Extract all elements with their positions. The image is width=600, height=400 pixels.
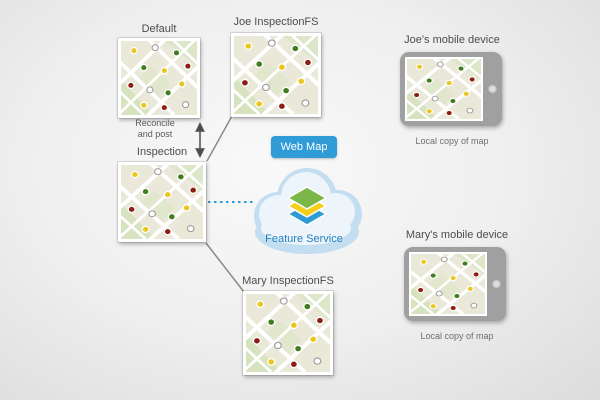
map-joe-version [231,33,321,117]
map-thumbnail [411,254,485,314]
feature-service-cloud [240,158,375,258]
joe-device-caption: Local copy of map [415,136,489,146]
reconcile-label-line1: Reconcile [135,118,175,128]
mary-tablet-device [404,247,506,321]
mary-device-caption: Local copy of map [420,331,494,341]
feature-layers-icon [286,186,328,226]
map-default-version [118,38,200,118]
map-thumbnail [234,36,318,114]
home-button-icon [492,279,501,289]
map-thumbnail [121,165,203,239]
joe-tablet-device [400,52,502,126]
map-inspection-version [118,162,206,242]
label-joe-version: Joe InspectionFS [233,16,319,28]
label-default-version: Default [141,23,177,35]
web-map-label: Web Map [280,141,328,153]
map-thumbnail [407,59,481,119]
label-joe-device: Joe's mobile device [404,34,500,46]
feature-service-label: Feature Service [265,233,343,245]
label-inspection-version: Inspection [136,146,188,158]
map-thumbnail [246,294,330,372]
reconcile-label-line2: and post [137,129,173,139]
label-mary-device: Mary's mobile device [405,229,509,241]
web-map-badge: Web Map [271,136,337,158]
tablet-screen [409,252,487,316]
label-mary-version: Mary InspectionFS [242,275,334,287]
home-button-icon [488,84,497,94]
map-thumbnail [121,41,197,115]
map-mary-version [243,291,333,375]
edge-label-reconcile-and-post: Reconcile and post [105,118,205,140]
cloud-icon [254,168,362,254]
tablet-screen [405,57,483,121]
